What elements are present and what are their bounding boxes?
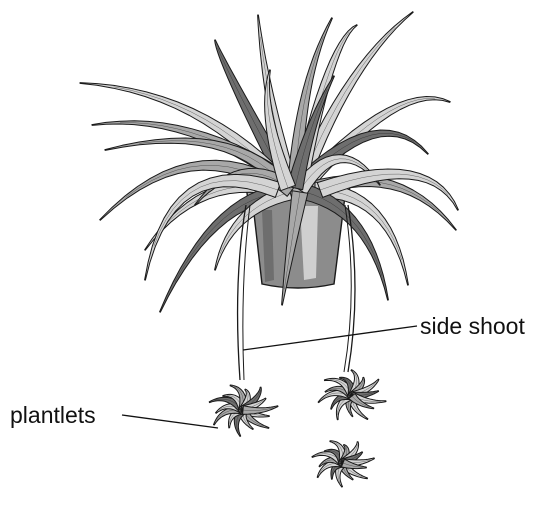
- plantlets-label: plantlets: [10, 404, 96, 427]
- side-shoot-stem-right-inner: [344, 205, 351, 372]
- plantlet-right-top: [318, 370, 386, 420]
- label-leader-lines: [122, 326, 417, 428]
- plantlets-leader-line: [122, 415, 218, 428]
- plantlet-right-bottom: [312, 441, 375, 487]
- plantlet-left: [209, 385, 278, 437]
- side-shoot-leader-line: [243, 326, 417, 350]
- side-shoot-label: side shoot: [420, 315, 525, 338]
- side-shoot-stem-left-inner: [243, 205, 250, 380]
- side-shoot-stem-left: [238, 205, 246, 380]
